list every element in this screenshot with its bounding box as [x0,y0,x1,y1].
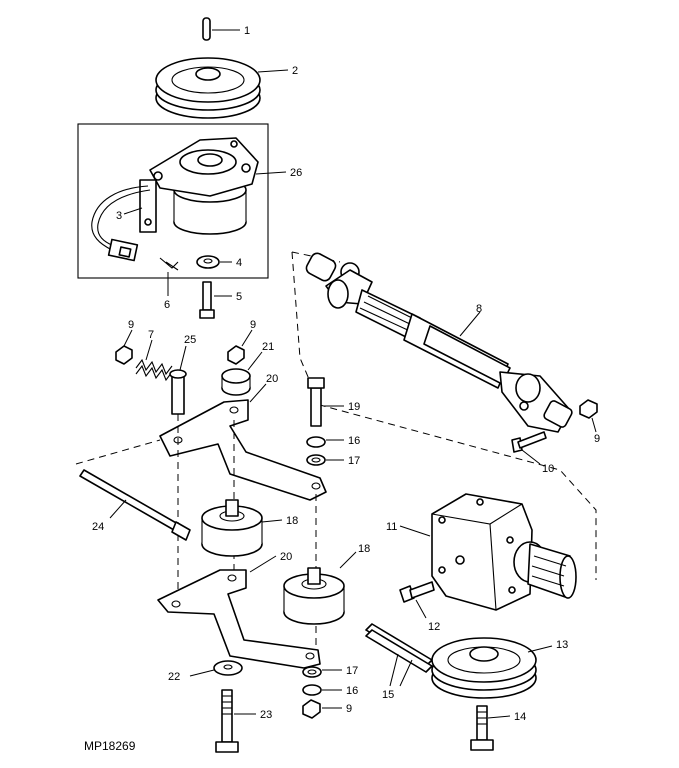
callout-23: 23 [260,709,272,721]
callout-5: 5 [236,291,242,303]
part-12-bolt [399,581,435,619]
part-9-nut-lower [302,699,342,719]
part-7-spring [135,339,173,382]
callout-11: 11 [386,521,397,533]
part-6-clip [159,257,179,296]
callout-16-lower: 16 [346,685,358,697]
part-17-lockwasher-lower [302,666,342,678]
part-17-lockwasher-upper [306,454,344,466]
callout-18-upper: 18 [286,515,298,527]
callout-21: 21 [262,341,274,353]
callout-22: 22 [168,671,180,683]
callout-24: 24 [92,521,104,533]
part-18-idler-pulley-upper [201,499,283,557]
callout-9-left: 9 [128,319,134,331]
callout-20-lower: 20 [280,551,292,563]
callout-15: 15 [382,689,394,701]
part-19-bolt [307,377,344,427]
callout-26: 26 [290,167,302,179]
callout-4: 4 [236,257,242,269]
part-11-gearbox [399,493,577,611]
part-8-driveshaft [305,252,573,433]
part-22-washer [189,660,243,677]
callout-13: 13 [556,639,568,651]
callout-9-upper: 9 [250,319,256,331]
callout-7: 7 [148,329,154,341]
part-15-key [365,623,433,687]
part-23-bolt [215,689,256,753]
part-24-long-bolt [79,469,191,541]
callout-25: 25 [184,334,196,346]
callout-16-upper: 16 [348,435,360,447]
part-26-clutch-assembly [77,123,287,279]
part-20-idler-arm-lower [157,555,321,669]
callout-6: 6 [164,299,170,311]
part-5-bolt [199,281,232,319]
part-1-pin [202,17,240,41]
callout-12: 12 [428,621,440,633]
callout-8: 8 [476,303,482,315]
part-9-nut-upper [227,329,253,365]
callout-17-lower: 17 [346,665,358,677]
part-16-washer-lower [302,684,342,696]
part-20-idler-arm-upper [159,383,327,501]
callout-18-lower: 18 [358,543,370,555]
part-18-idler-pulley-lower [283,551,357,625]
callout-17-upper: 17 [348,455,360,467]
assembly-centerlines [75,414,317,660]
part-13-pulley [431,637,553,699]
part-9-nut-driveshaft [579,399,598,433]
callout-1: 1 [244,25,250,37]
callout-2: 2 [292,65,298,77]
callout-10: 10 [542,463,554,475]
part-14-bolt [470,705,511,751]
callout-labels: 1 2 3 26 4 5 6 8 9 9 7 25 21 20 19 9 16 … [92,25,600,723]
callout-9-lower: 9 [346,703,352,715]
part-16-washer-upper [306,436,344,448]
part-4-washer [196,255,232,269]
callout-3: 3 [116,210,122,222]
part-10-bolt [511,431,547,465]
part-25-pivot-pin [169,345,187,415]
callout-20-upper: 20 [266,373,278,385]
callout-19: 19 [348,401,360,413]
figure-id: MP18269 [84,739,136,753]
part-2-pulley [155,57,289,119]
part-9-nut-left [115,329,133,365]
callout-9-driveshaft: 9 [594,433,600,445]
callout-14: 14 [514,711,526,723]
part-21-spacer [221,351,263,396]
